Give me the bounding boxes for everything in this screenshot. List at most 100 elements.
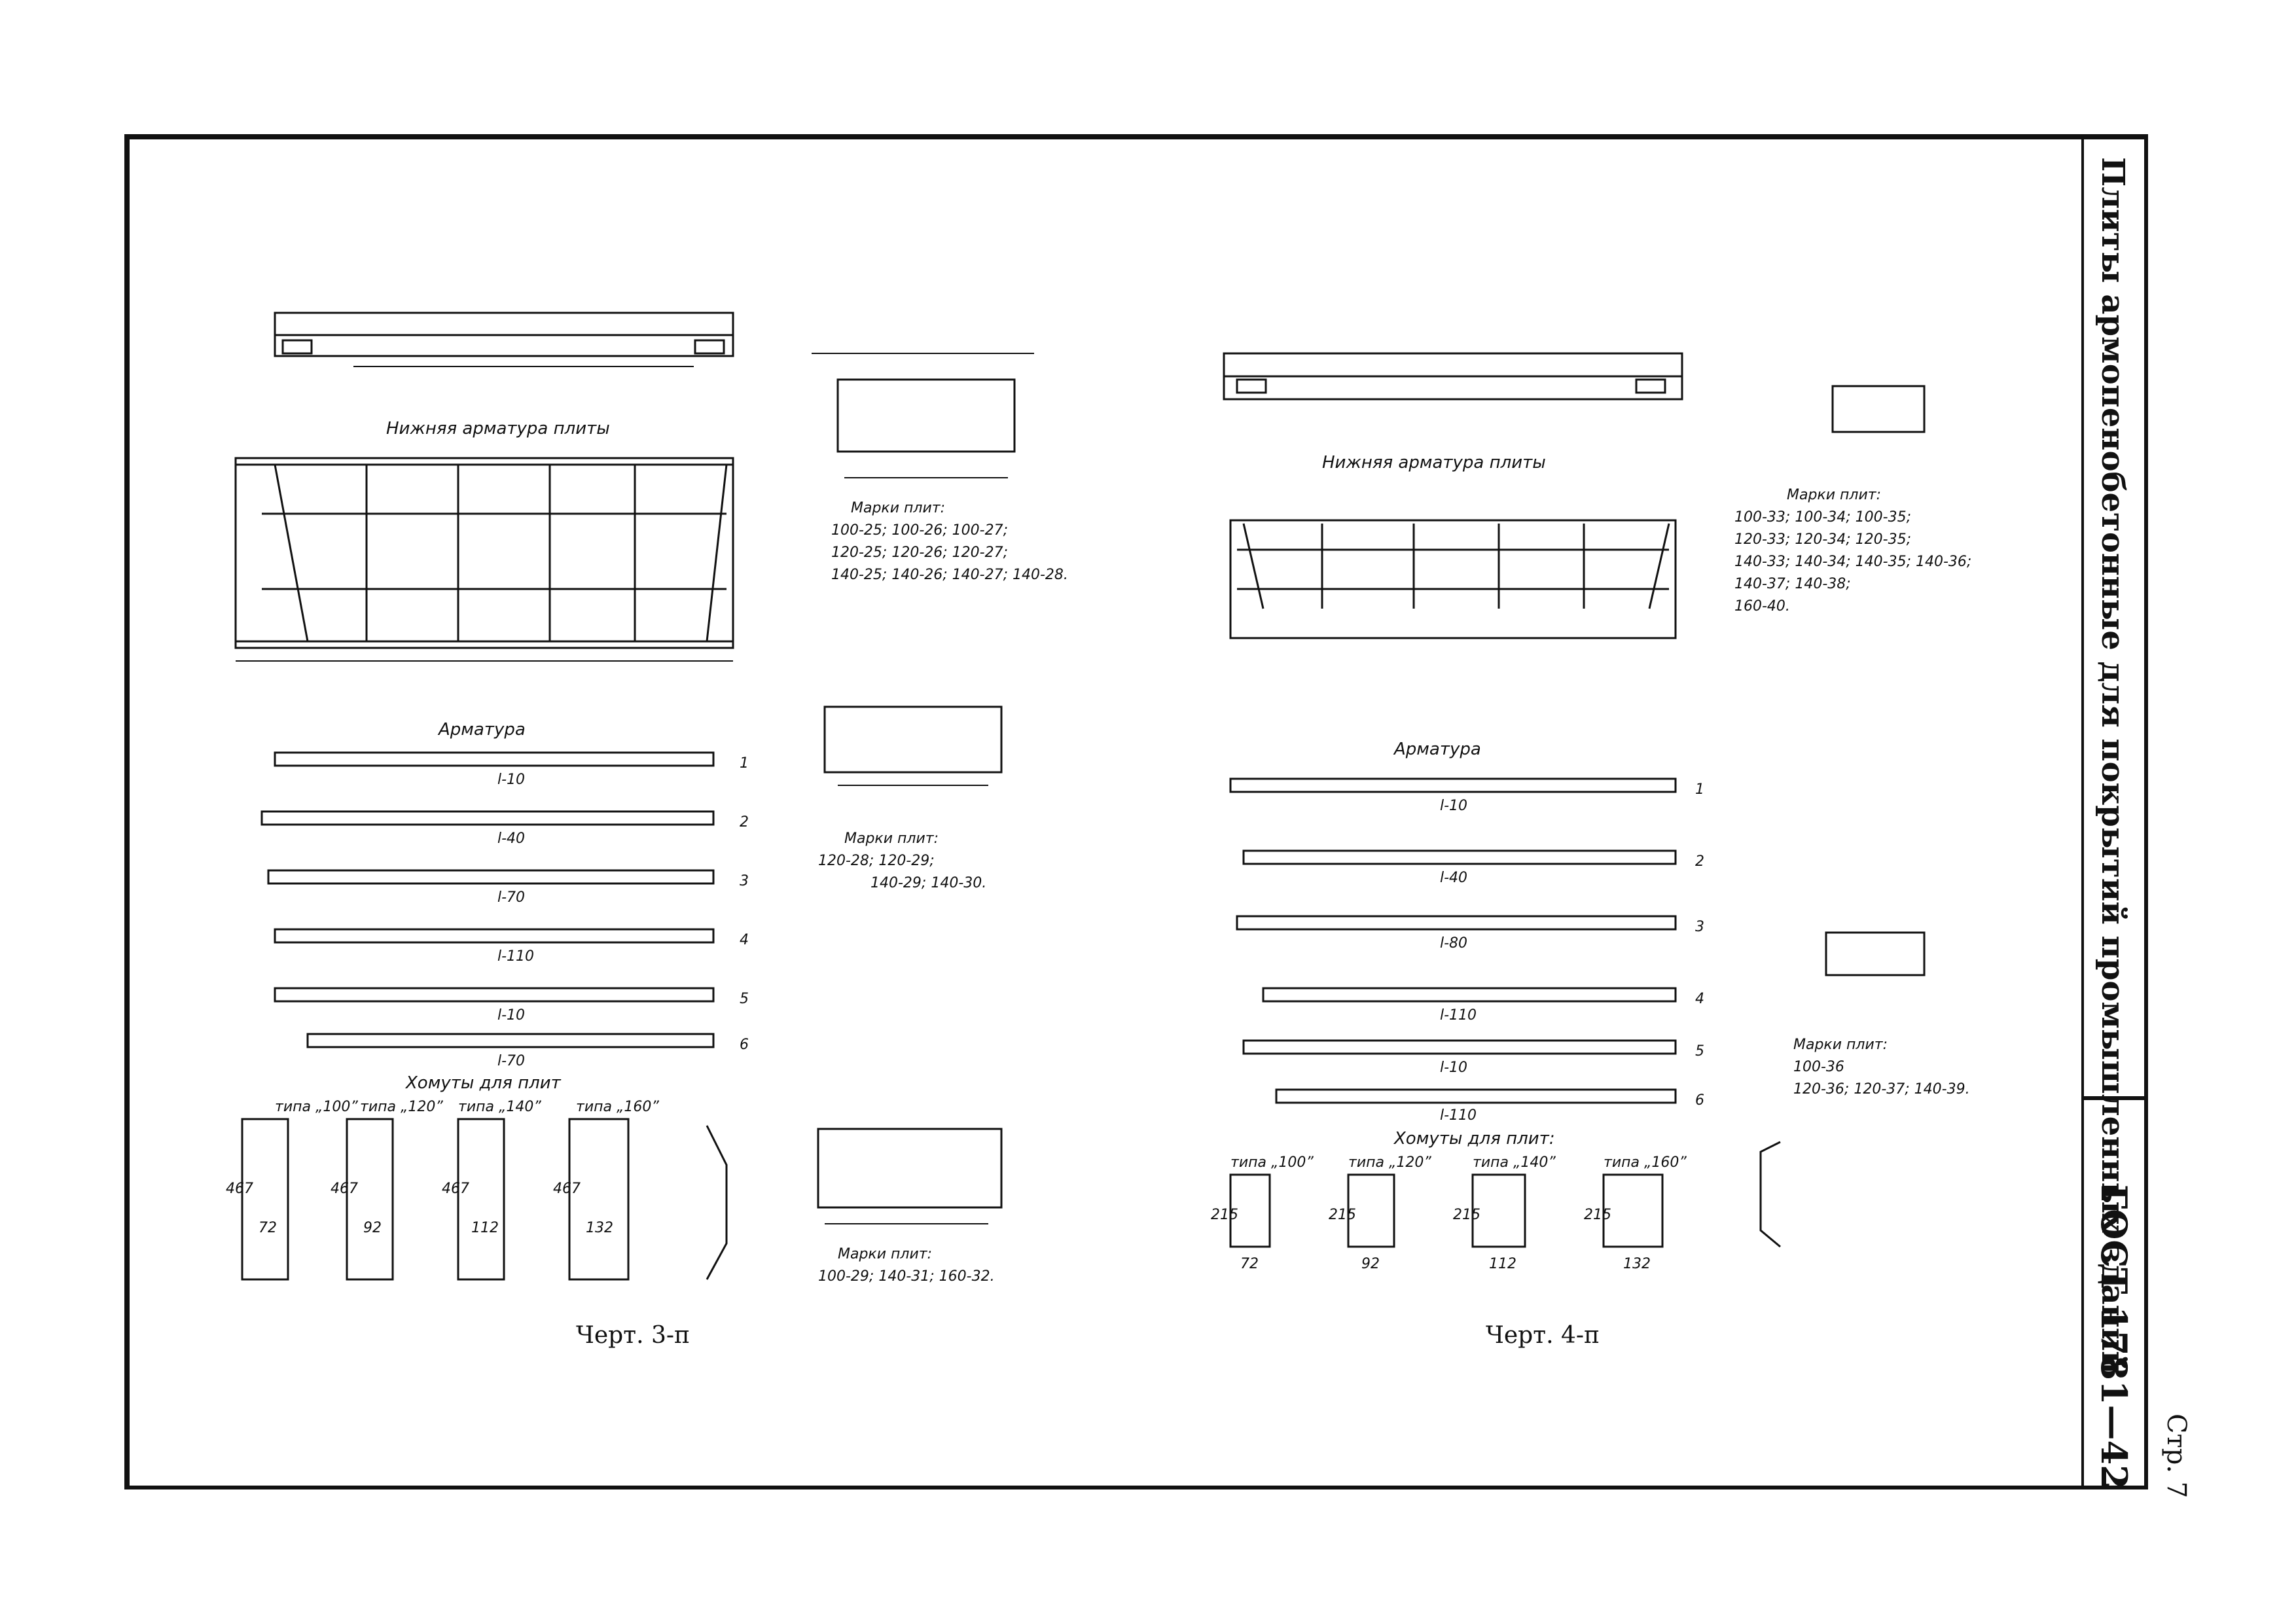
sheet4-marks-a-line: 160-40. [1734,598,1790,615]
sheet3-stirrup-shapes [241,1118,728,1281]
title-strip-divider [2081,134,2084,1489]
title-strip-separator [2081,1096,2147,1100]
sheet4-marks-a-line: 120-33; 120-34; 120-35; [1734,531,1911,548]
sheet3-bar-number: 1 [740,755,749,772]
sheet4-stirrup-width: 92 [1361,1256,1380,1272]
sheet4-stirrup-type: типа „100” [1230,1154,1314,1171]
sheet4-slab-plan [1223,352,1683,401]
sheet3-slab-plan [274,312,734,367]
sheet3-bar-length: l-110 [497,948,535,965]
sheet4-marks-a-line: 140-37; 140-38; [1734,576,1851,592]
sheet4-stirrup-height: 215 [1211,1207,1238,1223]
sheet3-section-c [817,1128,1003,1224]
sheet4-stirrup-height: 215 [1329,1207,1356,1223]
sheet4-bar-length: l-110 [1440,1107,1477,1124]
sheet3-marks-b-line: 140-29; 140-30. [870,875,987,891]
sheet3-marks-c-line: 100-29; 140-31; 160-32. [818,1268,995,1285]
sheet4-marks-a: Марки плит: 100-33; 100-34; 100-35; 120-… [1734,484,1971,618]
frame-bottom-border [124,1486,2147,1489]
frame-top-border [124,134,2147,139]
sheet3-bar-length: l-70 [497,889,526,906]
sheet4-bar-length: l-110 [1440,1007,1477,1024]
sheet4-bottom-rebar-grid [1229,519,1677,639]
sheet3-stirrup-height: 467 [331,1181,358,1197]
sheet3-stirrup-width: 132 [586,1220,613,1236]
sheet4-stirrup-type: типа „140” [1473,1154,1556,1171]
sheet3-marks-a-line: 100-25; 100-26; 100-27; [831,522,1008,539]
sheet4-stirrup-height: 215 [1584,1207,1611,1223]
sheet4-marks-a-line: 100-33; 100-34; 100-35; [1734,509,1911,526]
sheet3-marks-c-title: Марки плит: [838,1246,932,1262]
sheet3-stirrup-height: 467 [226,1181,253,1197]
sheet3-marks-b-title: Марки плит: [844,830,939,847]
page-number: Стр. 7 [2161,1414,2191,1499]
sheet3-marks-c: Марки плит: 100-29; 140-31; 160-32. [818,1243,995,1288]
sheet4-stirrup-width: 112 [1489,1256,1516,1272]
sheet3-bottom-rebar-title: Нижняя арматура плиты [386,419,610,438]
sheet3-rebar-bars [260,751,715,1048]
sheet4-bar-number: 1 [1695,781,1704,798]
sheet4-bar-length: l-40 [1440,870,1468,886]
sheet4-stirrup-shapes [1229,1141,1781,1248]
sheet3-marks-b-line: 120-28; 120-29; [818,853,935,869]
sheet4-bottom-rebar-title: Нижняя арматура плиты [1322,453,1546,473]
sheet4-bar-number: 4 [1695,991,1704,1007]
sheet4-stirrup-type: типа „160” [1604,1154,1687,1171]
sheet3-bar-length: l-40 [497,830,526,847]
sheet4-bar-length: l-10 [1440,1060,1468,1076]
sheet3-stirrup-width: 72 [259,1220,277,1236]
sheet4-marks-a-title: Марки плит: [1787,487,1881,503]
sheet4-caption: Черт. 4-п [1486,1322,1600,1349]
sheet4-stirrup-height: 215 [1453,1207,1480,1223]
sheet4-stirrup-type: типа „120” [1348,1154,1431,1171]
sheet3-bar-number: 4 [740,932,749,948]
sheet3-caption: Черт. 3-п [576,1322,691,1349]
sheet4-bar-number: 2 [1695,853,1704,870]
sheet4-bar-number: 3 [1695,919,1704,935]
sheet4-bar-number: 6 [1695,1092,1704,1109]
sheet3-marks-b: Марки плит: 120-28; 120-29; 140-29; 140-… [818,828,986,895]
frame-left-border [124,134,130,1489]
sheet3-bar-length: l-70 [497,1053,526,1069]
sheet3-section-a [812,353,1034,478]
sheet3-marks-a-line: 120-25; 120-26; 120-27; [831,544,1008,561]
sheet4-marks-b-title: Марки плит: [1793,1037,1888,1053]
frame-right-border [2144,134,2148,1489]
sheet4-stirrup-width: 72 [1240,1256,1259,1272]
sheet3-stirrup-type: типа „140” [458,1099,541,1115]
sheet3-stirrup-width: 92 [363,1220,382,1236]
sheet3-bar-length: l-10 [497,772,526,788]
sheet4-stirrups-title: Хомуты для плит: [1394,1129,1555,1149]
sheet3-rebar-title: Арматура [439,720,526,740]
sheet4-rebar-title: Арматура [1394,740,1481,759]
sheet3-stirrup-height: 467 [553,1181,581,1197]
sheet4-bar-length: l-10 [1440,798,1468,814]
sheet4-marks-b: Марки плит: 100-36 120-36; 120-37; 140-3… [1793,1034,1970,1101]
sheet3-bar-number: 5 [740,991,749,1007]
sheet3-marks-a-title: Марки плит: [851,500,945,516]
sheet4-bar-number: 5 [1695,1043,1704,1060]
sheet3-stirrup-type: типа „100” [275,1099,358,1115]
sheet4-rebar-bars [1229,777,1677,1104]
sheet3-section-b [823,705,1003,786]
sheet4-marks-b-line: 100-36 [1793,1059,1844,1075]
sheet3-stirrup-width: 112 [471,1220,499,1236]
sheet3-bar-number: 3 [740,873,749,889]
sheet3-bar-length: l-10 [497,1007,526,1024]
sheet4-marks-a-line: 140-33; 140-34; 140-35; 140-36; [1734,554,1972,570]
sheet4-marks-b-line: 120-36; 120-37; 140-39. [1793,1081,1970,1097]
sheet3-marks-a: Марки плит: 100-25; 100-26; 100-27; 120-… [831,497,1068,586]
standard-number: ГОСТ 1781—42 [2093,1185,2135,1489]
sheet4-section-b [1825,931,1926,976]
sheet3-stirrups-title: Хомуты для плит [406,1073,561,1093]
sheet3-stirrup-type: типа „120” [360,1099,443,1115]
sheet3-stirrup-type: типа „160” [576,1099,659,1115]
sheet4-bar-length: l-80 [1440,935,1468,952]
sheet3-bar-number: 6 [740,1037,749,1053]
sheet4-stirrup-width: 132 [1623,1256,1651,1272]
sheet3-marks-a-line: 140-25; 140-26; 140-27; 140-28. [831,567,1068,583]
sheet3-bottom-rebar-grid [234,457,734,662]
sheet3-bar-number: 2 [740,814,749,830]
sheet3-stirrup-height: 467 [442,1181,469,1197]
